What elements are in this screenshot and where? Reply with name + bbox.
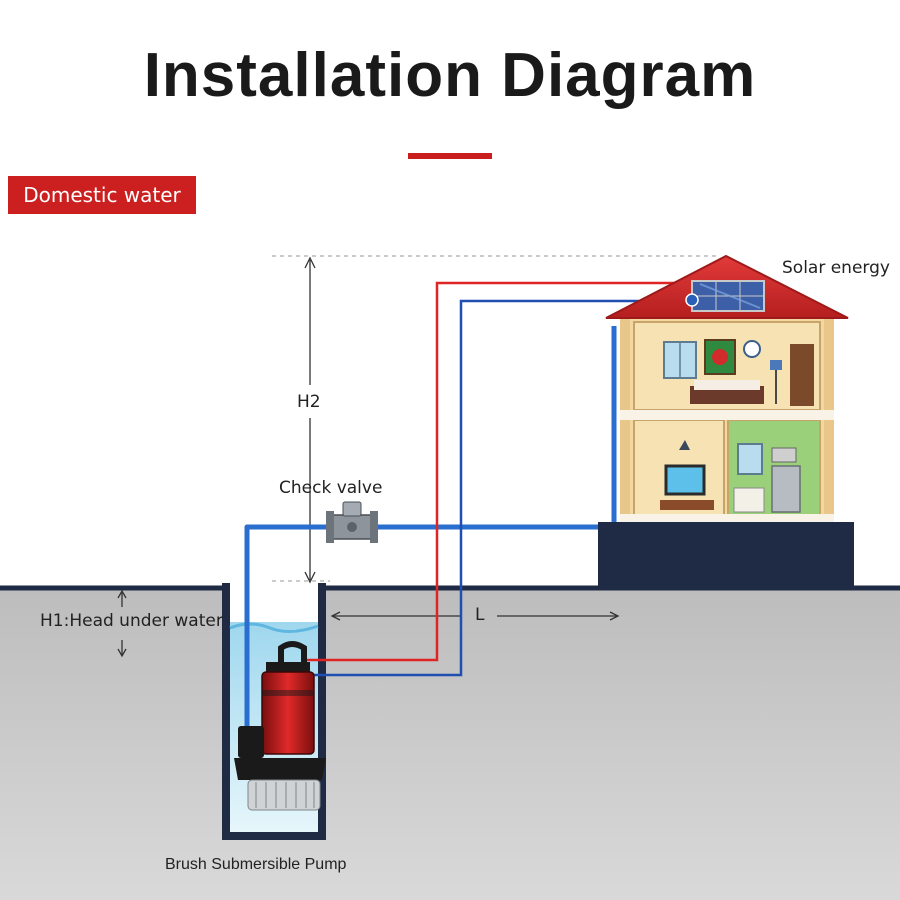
h1-head-under-water-label: H1:Head under water <box>40 611 223 631</box>
l-label: L <box>475 605 485 625</box>
l-dimension-arrow <box>330 611 620 621</box>
ground <box>0 585 900 900</box>
h1-dimension-arrow <box>117 589 127 658</box>
pump-label: Brush Submersible Pump <box>165 856 347 873</box>
house-illustration <box>598 254 854 588</box>
water-pipe <box>244 326 617 733</box>
check-valve-icon <box>326 501 378 543</box>
check-valve-label: Check valve <box>279 478 383 498</box>
solar-energy-label: Solar energy <box>782 258 890 278</box>
page-title: Installation Diagram <box>143 41 757 110</box>
domestic-water-tag: Domestic water <box>8 176 196 214</box>
submersible-pump-icon <box>234 641 326 811</box>
power-cable-blue <box>306 299 692 677</box>
title-underline <box>408 153 492 159</box>
h2-dimension-arrow <box>304 256 316 584</box>
power-cable-red <box>306 281 690 662</box>
h2-label: H2 <box>297 390 321 414</box>
solar-panel-icon <box>691 280 765 312</box>
